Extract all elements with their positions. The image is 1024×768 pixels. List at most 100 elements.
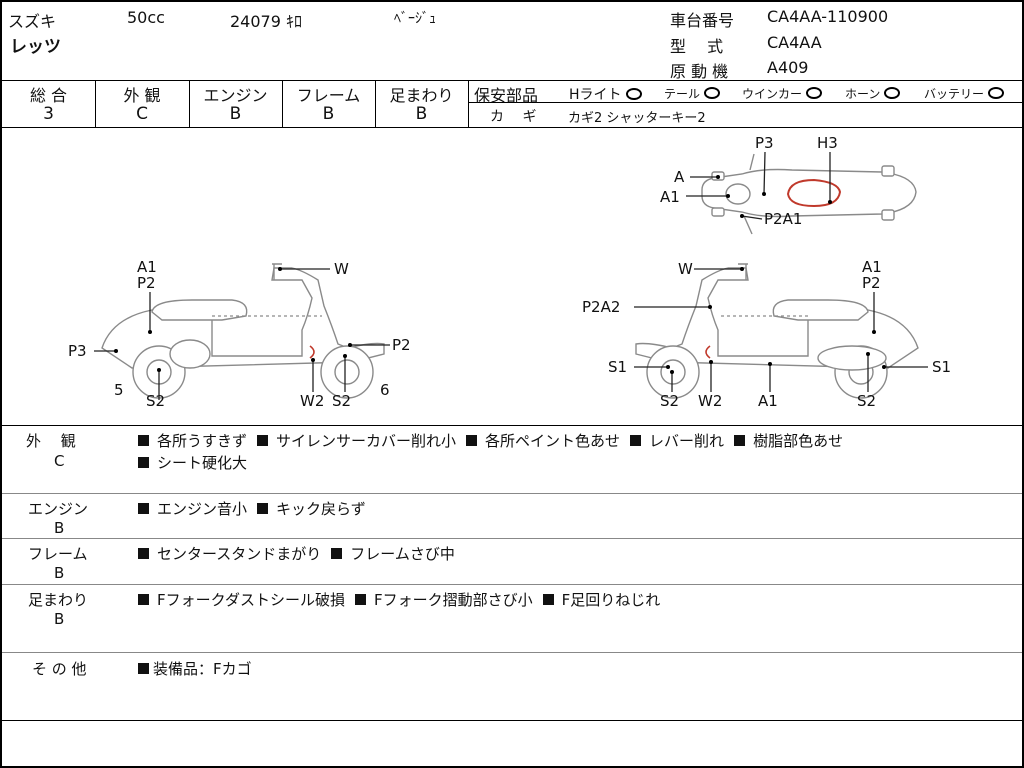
exterior-label: 外 観 xyxy=(123,86,161,105)
engine-model-value: A409 xyxy=(767,58,809,77)
bullet-icon xyxy=(138,503,149,514)
key-value: カギ2 シャッターキー2 xyxy=(568,111,706,126)
remark-item: 装備品：Fカゴ xyxy=(138,658,252,679)
bullet-icon xyxy=(331,548,343,559)
remark-line: シート硬化大 xyxy=(138,452,257,473)
diagram-label: W xyxy=(334,260,349,278)
diagram-label: 5 xyxy=(114,381,124,399)
remark-item: フレームさび中 xyxy=(331,543,455,564)
bullet-icon xyxy=(257,503,269,514)
diagram-label: A xyxy=(674,168,685,186)
bullet-icon xyxy=(734,435,746,446)
diagram-label: P2A2 xyxy=(582,298,620,316)
remark-line: センタースタンドまがりフレームさび中 xyxy=(138,543,465,564)
overall-label: 総 合 xyxy=(29,86,68,105)
bullet-icon xyxy=(355,594,367,605)
diagram-label: P3 xyxy=(755,134,774,152)
remark-line: 各所うすきずサイレンサーカバー削れ小各所ペイント色あせレバー削れ樹脂部色あせ xyxy=(138,430,853,451)
remark-item: 各所うすきず xyxy=(138,430,247,451)
suspension-label: 足まわり xyxy=(389,86,454,105)
remark-item: Fフォーク摺動部さび小 xyxy=(355,589,533,610)
motorcycle-left-view xyxy=(101,263,385,399)
safety-item-horn: ホーン xyxy=(845,85,901,102)
color: ﾍﾞｰｼﾞｭ xyxy=(394,11,436,27)
bullet-icon xyxy=(138,663,149,674)
remark-line: Fフォークダストシール破損 Fフォーク摺動部さび小 F足回りねじれ xyxy=(138,589,670,610)
diagram-label: A1 xyxy=(137,258,157,276)
mileage: 24079 ｷﾛ xyxy=(230,12,302,31)
engine-label: エンジン xyxy=(203,86,268,105)
bullet-icon xyxy=(138,435,149,446)
safety-item-headlight: Hライト xyxy=(569,84,642,104)
diagram-label: W2 xyxy=(698,392,722,410)
frame-score: B xyxy=(322,104,335,124)
model-type-value: CA4AA xyxy=(767,33,822,52)
suspension-score: B xyxy=(415,104,428,124)
key-label: カ ギ xyxy=(490,109,537,125)
remark-label-other: そ の 他 xyxy=(32,660,87,678)
diagram-label: A1 xyxy=(758,392,778,410)
bullet-icon xyxy=(138,548,149,559)
remark-item: エンジン音小 xyxy=(138,498,247,519)
bullet-icon xyxy=(466,435,478,446)
engine-score: B xyxy=(229,104,242,124)
divider xyxy=(2,80,1022,81)
frame-number-label: 車台番号 xyxy=(670,11,735,30)
bullet-icon xyxy=(138,457,149,468)
model-type-label: 型 式 xyxy=(670,37,724,56)
diagram-label: A1 xyxy=(862,258,882,276)
diagram-label: S1 xyxy=(608,358,627,376)
model-name: レッツ xyxy=(10,37,61,57)
frame-label: フレーム xyxy=(296,86,361,105)
overall-score: 3 xyxy=(43,104,54,124)
diagram-label: S2 xyxy=(660,392,679,410)
displacement: 50cc xyxy=(127,8,165,27)
safety-item-tail: テール xyxy=(664,85,721,102)
ok-circle-icon xyxy=(988,87,1005,99)
remark-item: キック戻らず xyxy=(257,498,366,519)
remark-item: Fフォークダストシール破損 xyxy=(138,589,345,610)
safety-item-battery: バッテリー xyxy=(924,85,1005,102)
remark-item: 各所ペイント色あせ xyxy=(466,430,620,451)
remark-label-frame: フレーム xyxy=(28,545,88,563)
motorcycle-top-view xyxy=(701,153,917,235)
diagram-label: S1 xyxy=(932,358,951,376)
remark-item: サイレンサーカバー削れ小 xyxy=(257,430,456,451)
remark-label-suspension: 足まわり xyxy=(28,591,89,609)
ok-circle-icon xyxy=(806,87,823,99)
diagram-label: P2 xyxy=(392,336,411,354)
safety-parts-label: 保安部品 xyxy=(474,86,539,105)
engine-model-label: 原 動 機 xyxy=(670,62,729,81)
remark-item: レバー削れ xyxy=(630,430,724,451)
ok-circle-icon xyxy=(625,88,642,100)
diagram-label: P3 xyxy=(68,342,87,360)
remark-grade-frame: B xyxy=(54,564,65,582)
remark-label-exterior: 外 観 xyxy=(26,432,76,450)
diagram-label: H3 xyxy=(817,134,838,152)
diagram-label: W2 xyxy=(300,392,324,410)
remark-grade-engine: B xyxy=(54,519,65,537)
divider xyxy=(2,127,1022,128)
ok-circle-icon xyxy=(704,87,721,99)
bullet-icon xyxy=(630,435,642,446)
diagram-label: S2 xyxy=(146,392,165,410)
diagram-label: S2 xyxy=(857,392,876,410)
brand: スズキ xyxy=(8,12,57,31)
remark-line: 装備品：Fカゴ xyxy=(138,658,262,679)
damage-diagram: P3 H3 A A1 P2A1 A1 P2 W P3 P2 5 S2 W2 S2… xyxy=(68,134,951,410)
frame-number-value: CA4AA-110900 xyxy=(767,7,889,26)
ok-circle-icon xyxy=(884,87,901,99)
safety-item-winker: ウインカー xyxy=(742,85,823,102)
remark-item: センタースタンドまがり xyxy=(138,543,321,564)
bullet-icon xyxy=(257,435,269,446)
remark-item: シート硬化大 xyxy=(138,452,247,473)
remark-line: エンジン音小キック戻らず xyxy=(138,498,376,519)
bullet-icon xyxy=(138,594,149,605)
bullet-icon xyxy=(542,594,554,605)
diagram-label: A1 xyxy=(660,188,680,206)
remark-grade-exterior: C xyxy=(54,452,65,470)
exterior-score: C xyxy=(136,104,148,124)
remark-item: F足回りねじれ xyxy=(542,589,660,610)
remark-label-engine: エンジン xyxy=(28,500,89,518)
